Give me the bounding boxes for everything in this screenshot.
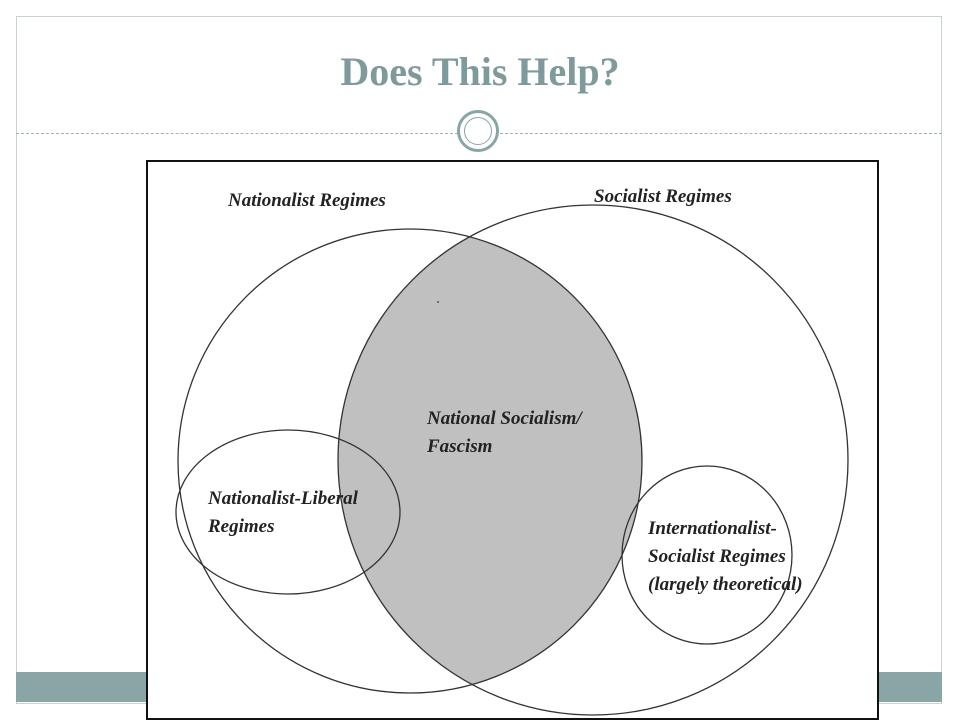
venn-diagram-panel: Nationalist Regimes Socialist Regimes Na…	[146, 160, 879, 720]
label-international-line1: Internationalist-	[647, 518, 777, 539]
label-international-line3: (largely theoretical)	[648, 574, 803, 595]
venn-diagram-svg: Nationalist Regimes Socialist Regimes Na…	[175, 186, 849, 716]
stray-dot	[437, 301, 439, 303]
nationalist-circle	[177, 228, 643, 694]
label-liberal-line2: Regimes	[207, 516, 275, 537]
nationalist-liberal-ellipse	[175, 429, 401, 595]
label-intersection-line2: Fascism	[426, 436, 492, 457]
label-intersection-line1: National Socialism/	[426, 408, 583, 429]
label-liberal-line1: Nationalist-Liberal	[207, 488, 359, 509]
socialist-circle	[337, 204, 849, 716]
label-nationalist-regimes: Nationalist Regimes	[227, 190, 386, 211]
label-socialist-regimes: Socialist Regimes	[594, 186, 732, 207]
slide-title: Does This Help?	[340, 49, 620, 94]
internationalist-socialist-ellipse	[621, 465, 793, 645]
divider-ornament-circle	[457, 110, 499, 152]
intersection-region	[338, 229, 642, 693]
label-international-line2: Socialist Regimes	[648, 546, 786, 567]
